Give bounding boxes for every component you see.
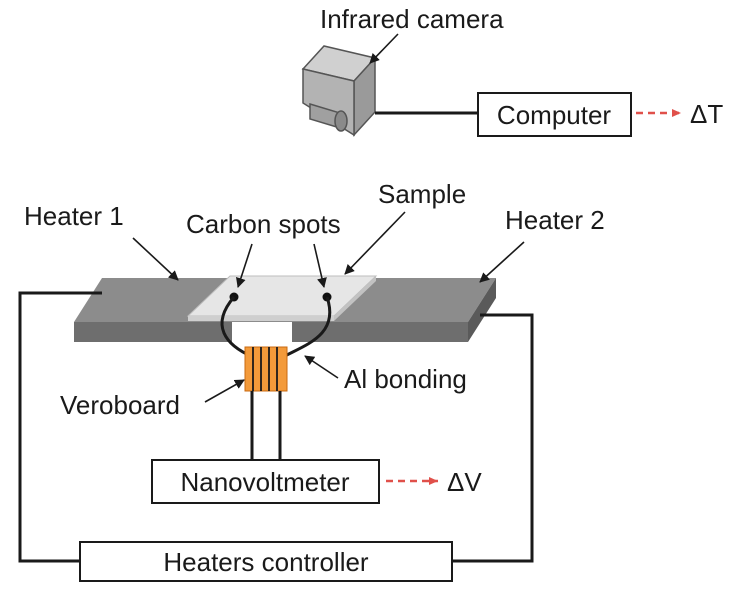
heater-gap [232,322,292,343]
heaters-controller-label: Heaters controller [163,547,369,577]
veroboard-pointer-arrow [204,379,245,403]
carbon-spot-pointer-left [236,243,253,288]
heaters-controller-box [79,541,453,582]
infrared-camera-icon [301,45,377,137]
heater2-controller-wire [452,313,534,563]
sample-pointer-arrow [344,211,406,275]
heater1-label: Heater 1 [24,201,124,231]
computer-box [477,92,632,137]
computer-label: Computer [497,100,611,130]
infrared-camera-label: Infrared camera [320,4,504,34]
al-bonding-pointer-arrow [304,355,339,379]
nanovoltmeter-box [151,459,380,504]
heater2-pointer-arrow [479,241,525,283]
delta-t-label: ΔT [690,99,723,129]
delta-v-label: ΔV [447,467,482,497]
al-bonding-label: Al bonding [344,364,467,394]
veroboard-block [244,346,288,392]
heater1-pointer-arrow [132,237,179,281]
nanovoltmeter-label: Nanovoltmeter [180,467,349,497]
carbon-spots-label: Carbon spots [186,209,341,239]
veroboard-label: Veroboard [60,390,180,420]
heater2-label: Heater 2 [505,205,605,235]
al-bond-wire-right [282,296,332,359]
sample-label: Sample [378,179,466,209]
heater1-controller-wire [18,291,102,563]
camera-pointer-arrow [369,33,399,64]
carbon-spot-pointer-right [313,243,327,288]
